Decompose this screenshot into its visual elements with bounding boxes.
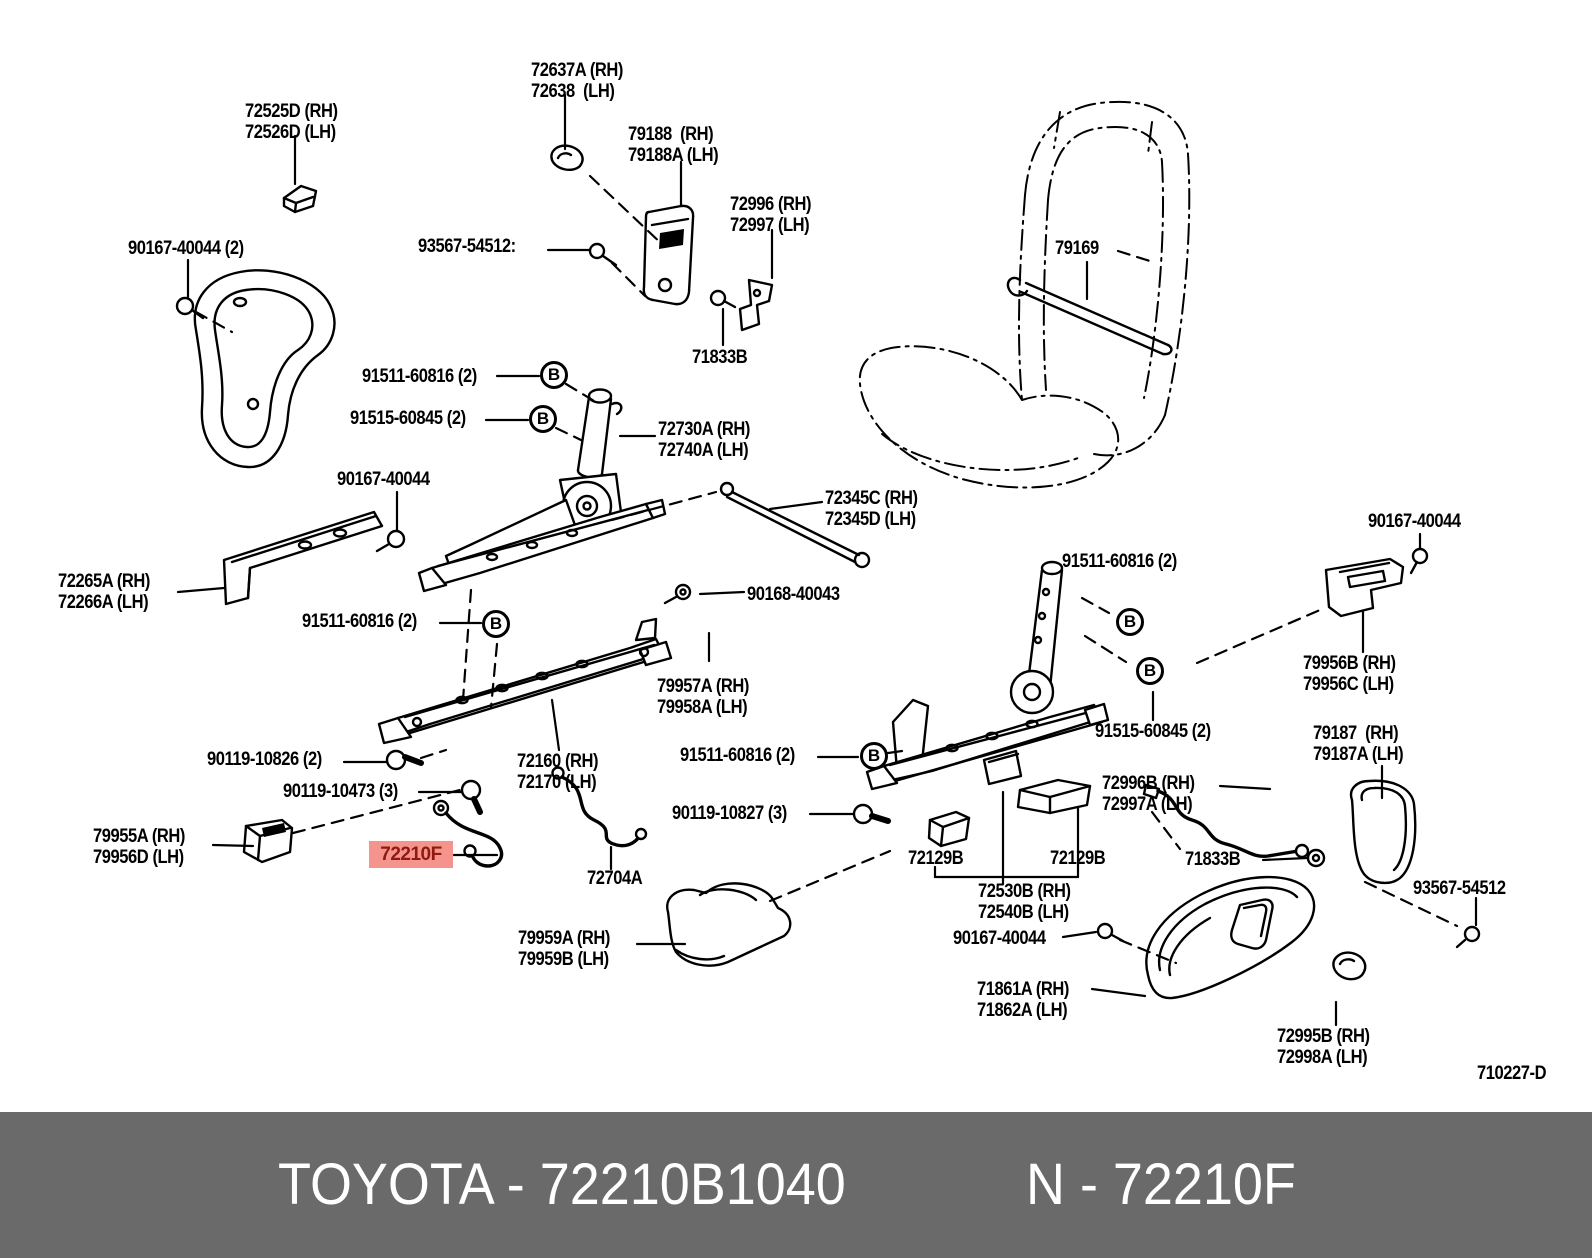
part-label-91511-60816-c: 91511-60816 (2)	[302, 611, 417, 632]
part-label-79169: 79169	[1055, 238, 1099, 259]
part-label-91515-60845-a: 91515-60845 (2)	[350, 408, 466, 429]
marker-B-5: B	[1116, 608, 1144, 636]
marker-letter: B	[867, 746, 881, 765]
part-label-79188: 79188 (RH)79188A (LH)	[628, 124, 719, 166]
marker-letter: B	[1123, 612, 1137, 631]
part-label-72265A: 72265A (RH)72266A (LH)	[58, 571, 150, 613]
part-label-90167-40044-d: 90167-40044	[953, 928, 1046, 949]
marker-letter: B	[536, 409, 550, 428]
part-72160-rail-left	[377, 617, 673, 745]
part-label-72730A: 72730A (RH)72740A (LH)	[658, 419, 750, 461]
reference-seat-outline	[858, 100, 1191, 489]
screw-fasteners	[175, 242, 1481, 949]
part-label-72129B-left: 72129B	[908, 848, 964, 869]
footer-part-number: TOYOTA - 72210B1040	[278, 1152, 846, 1217]
highlighted-part-label-72210F: 72210F	[369, 841, 453, 868]
part-label-79956B: 79956B (RH)79956C (LH)	[1303, 653, 1396, 695]
part-79169-bar	[1006, 276, 1173, 356]
part-72210F-cable	[432, 799, 504, 868]
assembly-dashed-lines	[194, 174, 1459, 965]
part-label-91511-60816-b: 91511-60816 (2)	[1062, 551, 1177, 572]
part-label-90167-40044-b: 90167-40044	[337, 469, 430, 490]
part-label-72129B-right: 72129B	[1050, 848, 1106, 869]
part-label-79959A: 79959A (RH)79959B (LH)	[518, 928, 610, 970]
part-72996-bracket	[738, 278, 774, 332]
part-label-90168-40043: 90168-40043	[747, 584, 840, 605]
part-label-90167-40044-c: 90167-40044	[1368, 511, 1461, 532]
part-72704A-cable	[551, 766, 648, 848]
part-79955A-clip	[242, 818, 294, 864]
part-label-72525D: 72525D (RH)72526D (LH)	[245, 101, 338, 143]
part-label-72530B: 72530B (RH)72540B (LH)	[978, 881, 1071, 923]
part-79187-pad	[1349, 779, 1417, 885]
footer-part-code: N - 72210F	[1026, 1152, 1296, 1217]
part-label-90119-10473: 90119-10473 (3)	[283, 781, 398, 802]
part-label-79955A: 79955A (RH)79956D (LH)	[93, 826, 185, 868]
part-label-91511-60816-d: 91511-60816 (2)	[680, 745, 795, 766]
part-72345C-rod	[719, 481, 871, 569]
part-79956B-bracket	[1324, 557, 1405, 618]
part-label-72996B: 72996B (RH)72997A (LH)	[1102, 773, 1195, 815]
part-72129B-clips	[927, 778, 1092, 848]
part-71833B-screw-top	[709, 289, 737, 309]
part-right-cable	[1142, 783, 1310, 859]
part-label-79187: 79187 (RH)79187A (LH)	[1313, 723, 1404, 765]
part-label-72995B: 72995B (RH)72998A (LH)	[1277, 1026, 1370, 1068]
part-label-72704A: 72704A	[587, 868, 643, 889]
part-72637A-clip	[550, 144, 584, 172]
part-79959A-cover	[666, 882, 792, 967]
part-79188-headrest-support	[642, 204, 695, 306]
part-label-93567-54512-b: 93567-54512	[1413, 878, 1506, 899]
part-71833B-grommet	[1306, 848, 1326, 868]
part-label-72345C: 72345C (RH)72345D (LH)	[825, 488, 918, 530]
part-label-90119-10827: 90119-10827 (3)	[672, 803, 787, 824]
part-label-91515-60845-b: 91515-60845 (2)	[1095, 721, 1211, 742]
marker-letter: B	[489, 614, 503, 633]
marker-B-2: B	[529, 405, 557, 433]
part-label-72160: 72160 (RH)72170 (LH)	[517, 751, 599, 793]
part-71861A-shield	[1145, 875, 1316, 1000]
marker-letter: B	[547, 365, 561, 384]
part-label-71861A: 71861A (RH)71862A (LH)	[977, 979, 1069, 1021]
diagram-reference-code: 710227-D	[1477, 1063, 1547, 1084]
part-right-adjuster-assembly	[865, 560, 1110, 791]
leader-lines	[176, 93, 1478, 1027]
marker-B-6: B	[1136, 657, 1164, 685]
part-71811G-shield	[193, 269, 336, 469]
part-label-71833B-b: 71833B	[1185, 849, 1241, 870]
marker-B-4: B	[860, 742, 888, 770]
marker-B-1: B	[540, 361, 568, 389]
part-72525D-clip	[282, 184, 318, 214]
marker-B-3: B	[482, 610, 510, 638]
part-72265A-bracket	[222, 510, 384, 606]
part-label-90167-40044-a: 90167-40044 (2)	[128, 238, 244, 259]
part-label-71833B-a: 71833B	[692, 347, 748, 368]
marker-letter: B	[1143, 661, 1157, 680]
footer-bar: TOYOTA - 72210B1040 N - 72210F	[0, 1112, 1592, 1258]
part-label-72637A: 72637A (RH)72638 (LH)	[531, 60, 623, 102]
part-label-91511-60816-a: 91511-60816 (2)	[362, 366, 477, 387]
part-label-72996: 72996 (RH)72997 (LH)	[730, 194, 812, 236]
part-label-90119-10826: 90119-10826 (2)	[207, 749, 322, 770]
part-label-79957A: 79957A (RH)79958A (LH)	[657, 676, 749, 718]
part-72995B-clip	[1332, 951, 1367, 981]
part-label-93567-54512-a: 93567-54512:	[418, 236, 516, 257]
